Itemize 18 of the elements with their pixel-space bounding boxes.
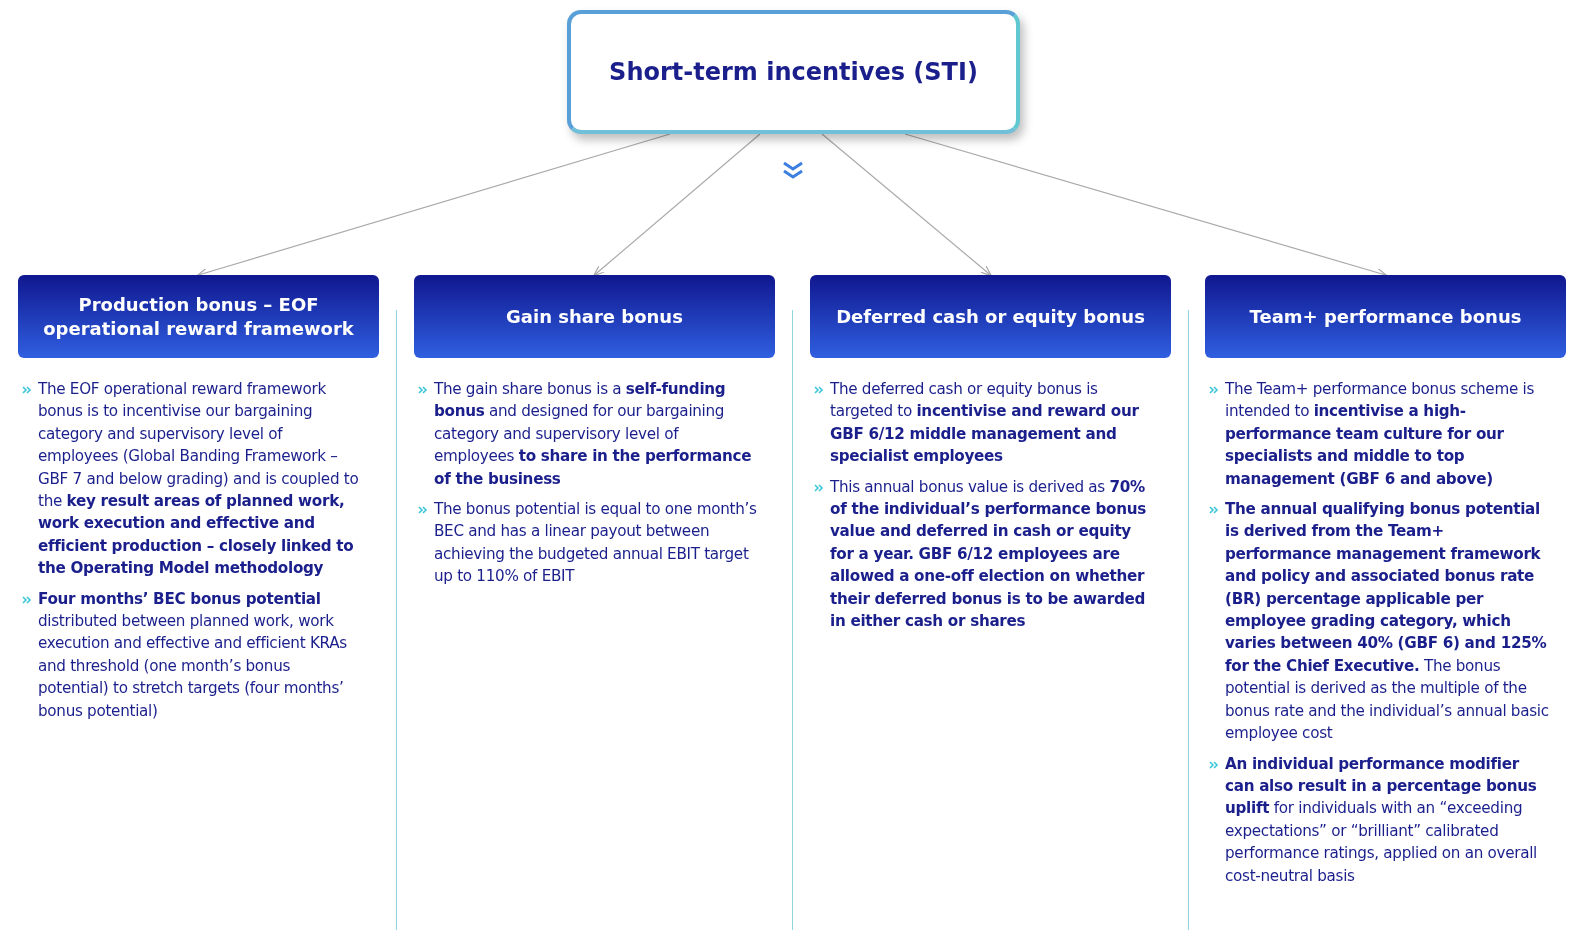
header-box: Gain share bonus (414, 275, 775, 358)
header-box: Deferred cash or equity bonus (810, 275, 1171, 358)
header-box: Production bonus – EOF operational reward framework (18, 275, 379, 358)
bullet-text: Four months’ BEC bonus potential distributed between planned work, work execution and effective and efficient KRAs and threshold (one month’s bonus potential) to stretch targets (four months’ bonus potential) (38, 588, 348, 722)
header-box: Team+ performance bonus (1205, 275, 1566, 358)
arrow (196, 133, 671, 277)
arrow (593, 133, 761, 277)
arrow (821, 133, 992, 277)
bullet-text: The deferred cash or equity bonus is targeted to incentivise and reward our GBF 6/12 middle management and specialist employees (830, 379, 1140, 468)
bullet-text: The bonus potential is equal to one month’s BEC and has a linear payout between achieving the budgeted annual EBIT target up to 110% of EBIT (434, 499, 758, 588)
bullet-text: The annual qualifying bonus potential is derived from the Team+ performance management framework and policy and associated bonus rate (BR) percentage applicable per employee grading category, which varies between 40% (GBF 6) and 125% for the Chief Executive. The bonus potential is derived as the multiple of the bonus rate and the individual’s annual basic employee cost (1225, 499, 1550, 745)
bullet-text: This annual bonus value is derived as 70% of the individual’s performance bonus value and deferred in cash or equity for a year. GBF 6/12 employees are allowed a one-off election on whether their deferred bonus is to be awarded in either cash or shares (830, 476, 1147, 633)
bullet-text: The Team+ performance bonus scheme is intended to incentivise a high-performance team culture for our specialists and middle to top management (GBF 6 and above) (1225, 379, 1535, 490)
arrow (904, 133, 1388, 277)
bullet-text: The gain share bonus is a self-funding bonus and designed for our bargaining category and supervisory level of employees to share in the performance of the business (434, 379, 753, 490)
bullet-text: The EOF operational reward framework bonus is to incentivise our bargaining category and supervisory level of employees (Global Banding Framework – GBF 7 and below grading) and is coupled to the key result areas of planned work, work execution and effective and efficient production – closely linked to the Operating Model methodology (38, 379, 360, 580)
title-box: Short-term incentives (STI) (567, 10, 1020, 134)
bullet-text: An individual performance modifier can also result in a percentage bonus uplift for individuals with an “exceeding expectations” or “brilliant” calibrated performance ratings, applied on an overall cost-neutral basis (1225, 753, 1538, 887)
